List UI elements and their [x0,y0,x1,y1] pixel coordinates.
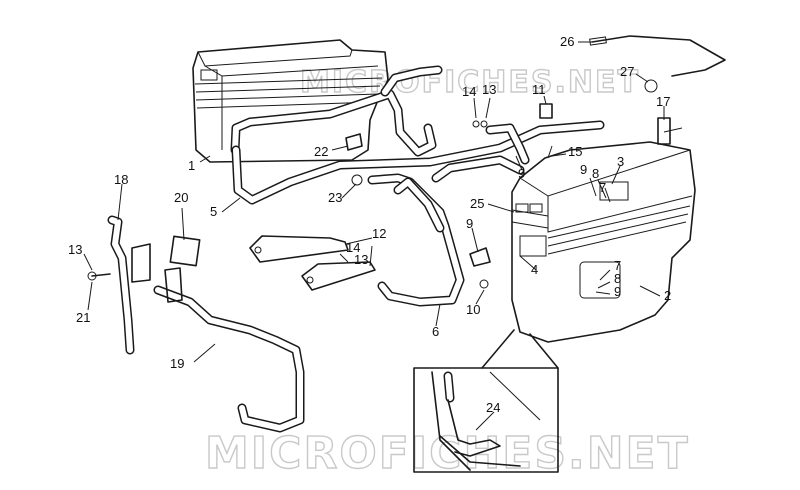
callout-6: 6 [432,324,439,339]
callout-10: 10 [466,302,480,317]
callout-9-middle: 9 [466,216,473,231]
callout-2: 2 [664,288,671,303]
callout-3: 3 [617,154,624,169]
callout-27: 27 [620,64,634,79]
callout-18: 18 [114,172,128,187]
callout-9-right: 9 [580,162,587,177]
callout-7-lower: 7 [614,258,621,273]
callout-17: 17 [656,94,670,109]
callout-25: 25 [470,196,484,211]
callout-5: 5 [210,204,217,219]
callout-8-upper: 8 [592,166,599,181]
callout-23: 23 [328,190,342,205]
callout-13-lower: 13 [354,252,368,267]
callout-9-lower: 9 [614,284,621,299]
callout-14-lower: 14 [346,240,360,255]
callout-20: 20 [174,190,188,205]
watermark-bottom: MICROFICHES.NET [205,428,690,479]
callout-1: 1 [188,158,195,173]
callout-8-lower: 8 [614,271,621,286]
left-guard-assembly [87,215,305,433]
upper-rail [230,65,605,205]
callout-22: 22 [314,144,328,159]
callout-19: 19 [170,356,184,371]
callout-9-upper: 9 [518,166,525,181]
mounting-brackets [249,235,376,291]
callout-7-upper: 7 [599,180,606,195]
callout-12: 12 [372,226,386,241]
callout-labels: 26 27 17 11 14 13 15 22 1 9 9 8 7 3 18 2… [68,34,671,415]
lower-frame [367,173,465,307]
callout-14-top: 14 [462,84,476,99]
callout-21: 21 [76,310,90,325]
callout-13-top: 13 [482,82,496,97]
callout-4: 4 [531,262,538,277]
detail-inset [413,367,559,473]
callout-26: 26 [560,34,574,49]
right-side-case [511,141,696,343]
leader-lines [83,41,665,431]
callout-13-left: 13 [68,242,82,257]
callout-24: 24 [486,400,500,415]
callout-11: 11 [532,82,546,97]
callout-15: 15 [568,144,582,159]
